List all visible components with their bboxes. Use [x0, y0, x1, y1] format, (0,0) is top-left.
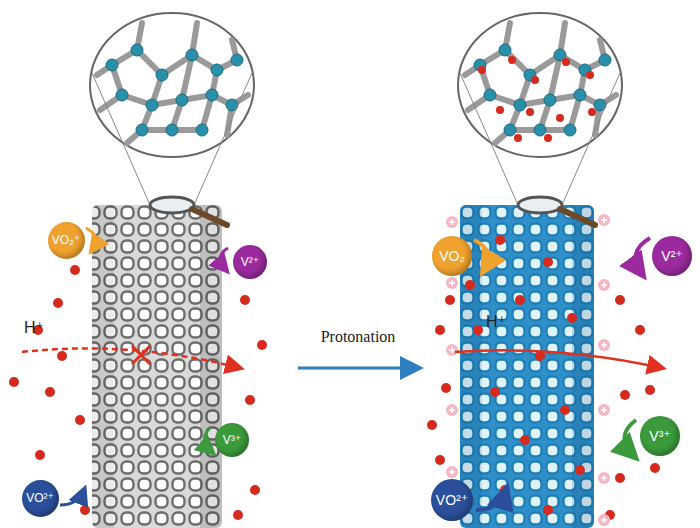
ion-circle: VO₂⁺: [48, 222, 85, 259]
proton-label: H⁺: [486, 312, 506, 331]
ion-label: VO²⁺: [26, 492, 54, 504]
ion-label: VO₂: [439, 249, 465, 263]
ion-circle: V²⁺: [652, 236, 692, 276]
ion-label: V²⁺: [661, 249, 682, 263]
proton-label: H⁺: [24, 318, 44, 337]
ion-circle: VO₂: [432, 236, 472, 276]
ion-circle: VO²⁺: [431, 479, 473, 521]
ion-circle: V³⁺: [215, 423, 249, 457]
ion-label: VO²⁺: [436, 493, 468, 507]
process-label: Protonation: [321, 328, 396, 346]
ion-circle: VO²⁺: [22, 480, 59, 517]
ion-label: V³⁺: [649, 429, 670, 443]
ion-circle: V³⁺: [640, 416, 680, 456]
ion-label: V²⁺: [241, 256, 259, 268]
ion-label: VO₂⁺: [52, 234, 80, 246]
ion-circle: V²⁺: [233, 245, 267, 279]
ion-label: V³⁺: [223, 434, 241, 446]
